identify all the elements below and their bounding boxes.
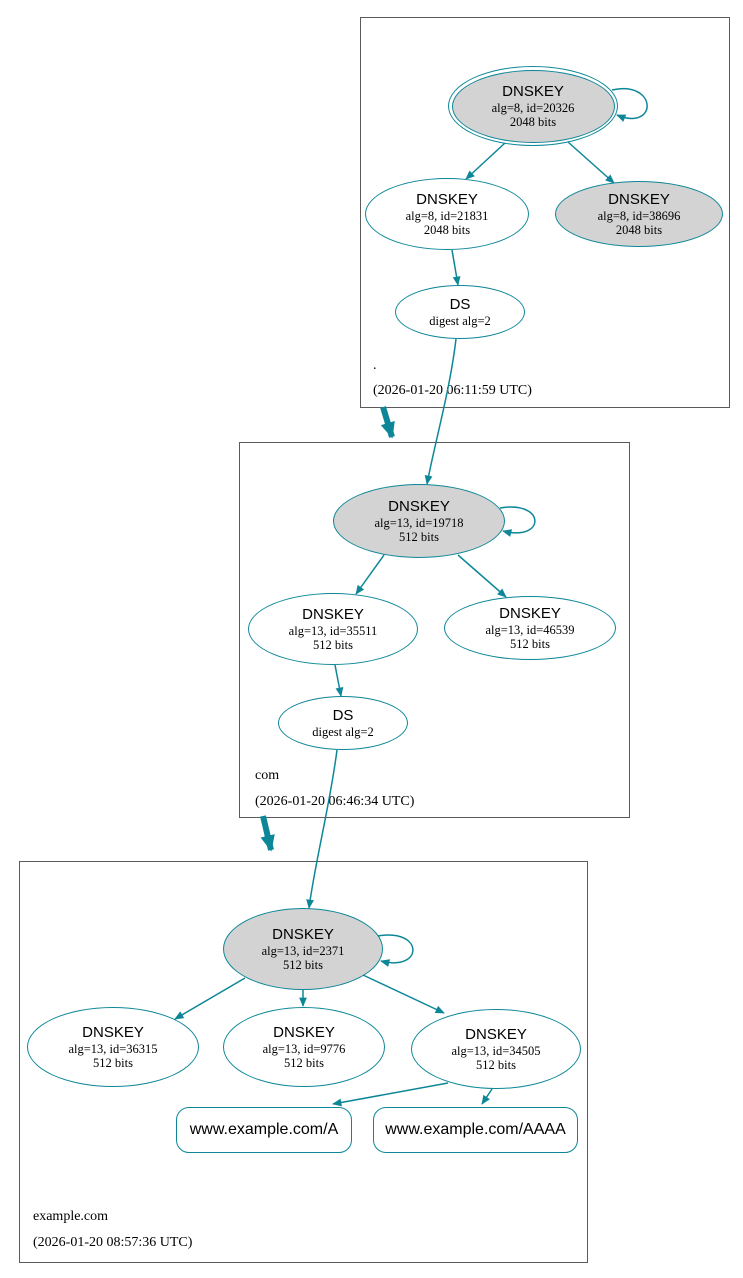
- edge-delegation-root-to-com: [380, 406, 395, 439]
- node-detail-bits: 512 bits: [399, 529, 439, 544]
- rrset-label: www.example.com/AAAA: [385, 1121, 566, 1138]
- node-dnskey-21831[interactable]: DNSKEY alg=8, id=21831 2048 bits: [365, 178, 529, 250]
- node-title: DNSKEY: [502, 83, 564, 101]
- node-title: DNSKEY: [499, 605, 561, 623]
- node-title: DNSKEY: [273, 1024, 335, 1042]
- node-dnskey-35511[interactable]: DNSKEY alg=13, id=35511 512 bits: [248, 593, 418, 665]
- node-detail-bits: 512 bits: [93, 1055, 133, 1070]
- node-detail-alg-id: alg=8, id=21831: [405, 208, 489, 223]
- node-title: DS: [449, 296, 471, 314]
- rrset-label: www.example.com/A: [189, 1121, 339, 1138]
- node-title: DNSKEY: [388, 498, 450, 516]
- zone-box-example-com: [19, 861, 588, 1263]
- node-dnskey-46539[interactable]: DNSKEY alg=13, id=46539 512 bits: [444, 596, 616, 660]
- zone-label-com: com: [255, 768, 280, 783]
- node-title: DNSKEY: [608, 191, 670, 209]
- zone-timestamp-example-com: (2026-01-20 08:57:36 UTC): [33, 1235, 193, 1250]
- node-title: DNSKEY: [416, 191, 478, 209]
- node-title: DNSKEY: [82, 1024, 144, 1042]
- node-dnskey-9776[interactable]: DNSKEY alg=13, id=9776 512 bits: [223, 1007, 385, 1087]
- node-dnskey-20326-ksk[interactable]: DNSKEY alg=8, id=20326 2048 bits: [448, 66, 618, 146]
- node-detail-alg-id: alg=13, id=2371: [261, 943, 345, 958]
- rrset-www-example-com-aaaa[interactable]: www.example.com/AAAA: [373, 1107, 578, 1153]
- zone-timestamp-com: (2026-01-20 06:46:34 UTC): [255, 794, 415, 809]
- node-ds-com[interactable]: DS digest alg=2: [278, 696, 408, 750]
- zone-box-root: [360, 17, 730, 408]
- node-detail-bits: 2048 bits: [615, 222, 663, 237]
- node-dnskey-36315[interactable]: DNSKEY alg=13, id=36315 512 bits: [27, 1007, 199, 1087]
- node-detail-alg-id: alg=13, id=19718: [374, 515, 464, 530]
- node-dnskey-20326-inner-ring: DNSKEY alg=8, id=20326 2048 bits: [451, 69, 615, 143]
- node-detail-alg-id: alg=13, id=34505: [451, 1043, 541, 1058]
- node-ds-root[interactable]: DS digest alg=2: [395, 285, 525, 339]
- node-detail-alg-id: alg=13, id=46539: [485, 622, 575, 637]
- node-detail-bits: 512 bits: [283, 957, 323, 972]
- node-detail-alg-id: alg=13, id=9776: [262, 1041, 346, 1056]
- node-detail-bits: 2048 bits: [509, 114, 557, 129]
- node-detail-digest: digest alg=2: [312, 724, 374, 739]
- node-detail-digest: digest alg=2: [429, 313, 491, 328]
- node-detail-alg-id: alg=13, id=36315: [68, 1041, 158, 1056]
- zone-timestamp-root: (2026-01-20 06:11:59 UTC): [373, 383, 532, 398]
- node-dnskey-2371-ksk[interactable]: DNSKEY alg=13, id=2371 512 bits: [223, 908, 383, 990]
- node-detail-bits: 512 bits: [476, 1057, 516, 1072]
- edge-delegation-com-to-example: [260, 815, 275, 852]
- node-title: DNSKEY: [465, 1026, 527, 1044]
- zone-label-root: .: [373, 358, 377, 373]
- node-detail-bits: 512 bits: [313, 637, 353, 652]
- node-title: DNSKEY: [302, 606, 364, 624]
- node-detail-alg-id: alg=13, id=35511: [288, 623, 378, 638]
- zone-label-example-com: example.com: [33, 1209, 109, 1224]
- rrset-www-example-com-a[interactable]: www.example.com/A: [176, 1107, 352, 1153]
- node-detail-bits: 2048 bits: [423, 222, 471, 237]
- node-detail-alg-id: alg=8, id=38696: [597, 208, 681, 223]
- node-detail-bits: 512 bits: [284, 1055, 324, 1070]
- node-dnskey-19718-ksk[interactable]: DNSKEY alg=13, id=19718 512 bits: [333, 484, 505, 558]
- node-dnskey-38696[interactable]: DNSKEY alg=8, id=38696 2048 bits: [555, 181, 723, 247]
- node-detail-bits: 512 bits: [510, 636, 550, 651]
- node-detail-alg-id: alg=8, id=20326: [491, 100, 575, 115]
- node-title: DNSKEY: [272, 926, 334, 944]
- node-title: DS: [332, 707, 354, 725]
- node-dnskey-34505[interactable]: DNSKEY alg=13, id=34505 512 bits: [411, 1009, 581, 1089]
